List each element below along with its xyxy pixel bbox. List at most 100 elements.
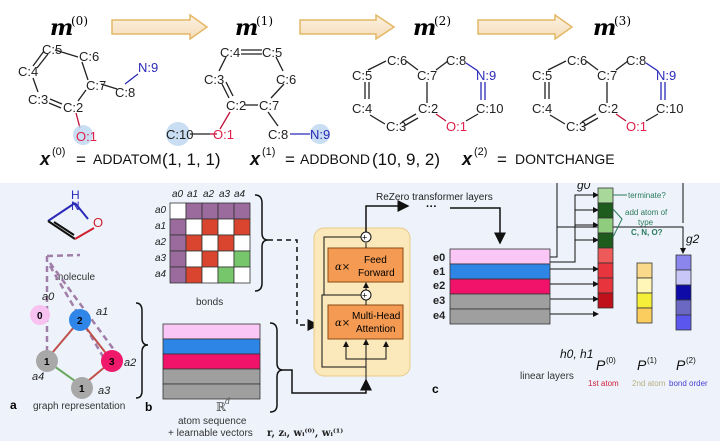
panel-letter-c: c: [432, 382, 439, 396]
residual-add-icon-1: +: [360, 289, 372, 301]
state-label-m2: m (2): [413, 14, 451, 41]
ff-alpha: α×: [335, 262, 350, 273]
ff-label-2: Forward: [358, 268, 395, 279]
p0-cell: [597, 292, 614, 309]
svg-text:ADDATOM: ADDATOM: [93, 151, 162, 167]
to-embeddings-arrow: [450, 207, 506, 245]
svg-text:a1: a1: [96, 306, 108, 318]
svg-text:+: +: [362, 291, 367, 301]
rezero-title: ReZero transformer layers: [376, 192, 493, 203]
svg-text:C:7: C:7: [86, 78, 106, 93]
svg-text:C:6: C:6: [276, 72, 296, 87]
svg-text:a2: a2: [124, 357, 136, 369]
action-x2: x (2) = DONTCHANGE: [461, 146, 615, 169]
svg-text:C:8: C:8: [268, 127, 288, 142]
matrix-cell: [185, 266, 203, 284]
bonds-brace: [254, 194, 269, 292]
svg-text:d: d: [225, 397, 230, 406]
embedding-row: [449, 293, 551, 310]
molecule-m2: [364, 60, 486, 127]
layers-ellipsis: ···: [426, 201, 437, 213]
p0-cell: [597, 247, 614, 264]
matrix-cell: [185, 250, 203, 268]
svg-text:ℝ: ℝ: [216, 400, 227, 414]
transition-arrow-1: [111, 13, 209, 41]
p2-label: P(2): [676, 356, 696, 373]
svg-text:C:7: C:7: [597, 68, 617, 83]
svg-text:C:2: C:2: [63, 100, 83, 115]
molecule-caption: molecule: [55, 272, 95, 283]
matrix-cell: [217, 234, 235, 252]
small-molecule: H N O: [47, 188, 103, 240]
p0-cell: [597, 202, 614, 219]
svg-text:a3: a3: [98, 385, 111, 397]
atom-sequence-row: [162, 383, 261, 400]
svg-text:2: 2: [77, 316, 83, 327]
state-label-m3: m (3): [593, 14, 631, 41]
transition-arrow-3: [477, 13, 574, 41]
atom-sequence-row: [162, 338, 261, 355]
matrix-cell: [169, 218, 187, 236]
molecule-m3: [544, 60, 666, 127]
generation-sequence: m (0) m (1) m (2) m (3) C:5 C:6 C:4 C:7 …: [0, 0, 720, 180]
svg-text:e2: e2: [433, 280, 445, 292]
svg-text:C:5: C:5: [352, 68, 372, 83]
svg-text:3: 3: [109, 357, 115, 368]
sequence-connector: [283, 369, 372, 394]
p0-caption: 1st atom: [588, 379, 619, 388]
atom-sequence-row: [162, 368, 261, 385]
svg-text:a2: a2: [203, 189, 215, 200]
matrix-cell: [233, 234, 251, 252]
svg-text:(1): (1): [256, 14, 273, 28]
svg-text:C, N, O?: C, N, O?: [631, 228, 663, 237]
svg-text:(1, 1, 1): (1, 1, 1): [162, 150, 221, 169]
svg-text:C:5: C:5: [532, 68, 552, 83]
matrix-cell: [233, 218, 251, 236]
matrix-cell: [233, 202, 251, 220]
svg-text:x: x: [461, 149, 473, 169]
graph-node-a4: 1: [36, 350, 58, 372]
svg-text:C:10: C:10: [476, 101, 503, 116]
matrix-cell: [201, 250, 219, 268]
p1-cell: [636, 292, 653, 309]
p1-distribution: [636, 262, 653, 324]
p1-cell: [636, 307, 653, 324]
matrix-cell: [217, 250, 235, 268]
svg-text:a0: a0: [42, 291, 55, 303]
p0-distribution: [597, 187, 614, 309]
bond-matrix: [169, 202, 251, 284]
svg-text:O:1: O:1: [626, 119, 647, 134]
matrix-cell: [169, 234, 187, 252]
svg-text:(10, 9, 2): (10, 9, 2): [372, 150, 440, 169]
svg-text:a3: a3: [219, 189, 231, 200]
matrix-cell: [233, 250, 251, 268]
transition-arrow-2: [299, 13, 396, 41]
g2-label: g2: [686, 232, 700, 246]
svg-text:C:2: C:2: [598, 101, 618, 116]
sequence-brace: [269, 322, 284, 413]
graph-brace: [135, 302, 149, 399]
svg-text:(2): (2): [474, 146, 487, 158]
graph-node-a2: 3: [101, 350, 123, 372]
p2-cell: [675, 314, 692, 331]
svg-text:x: x: [249, 149, 261, 169]
molecule-m3-atoms: C:6 C:8 C:5 C:7 N:9 C:4 C:2 C:10 C:3 O:1: [532, 53, 683, 134]
linear-layers-caption: linear layers: [520, 371, 574, 382]
svg-text:=: =: [497, 150, 507, 169]
svg-text:C:8: C:8: [446, 53, 466, 68]
svg-text:C:4: C:4: [352, 101, 372, 116]
svg-text:e3: e3: [433, 295, 445, 307]
molecule-m2-atoms: C:6 C:8 C:5 C:7 N:9 C:4 C:2 C:10 C:3 O:1: [352, 53, 503, 134]
svg-text:C:3: C:3: [204, 72, 224, 87]
svg-text:terminate?: terminate?: [628, 191, 666, 200]
svg-text:a4: a4: [32, 371, 44, 383]
svg-text:C:4: C:4: [532, 101, 552, 116]
learnable-vectors-label: r, zᵢ, wᵢ⁽⁰⁾, wᵢ⁽¹⁾: [267, 428, 343, 439]
svg-text:m: m: [50, 15, 73, 41]
p2-cell: [675, 269, 692, 286]
panel-letter-a: a: [10, 398, 17, 412]
matrix-cell: [201, 234, 219, 252]
svg-text:C:2: C:2: [418, 101, 438, 116]
p2-caption: bond order: [669, 379, 708, 388]
atom-n: N: [71, 199, 80, 213]
